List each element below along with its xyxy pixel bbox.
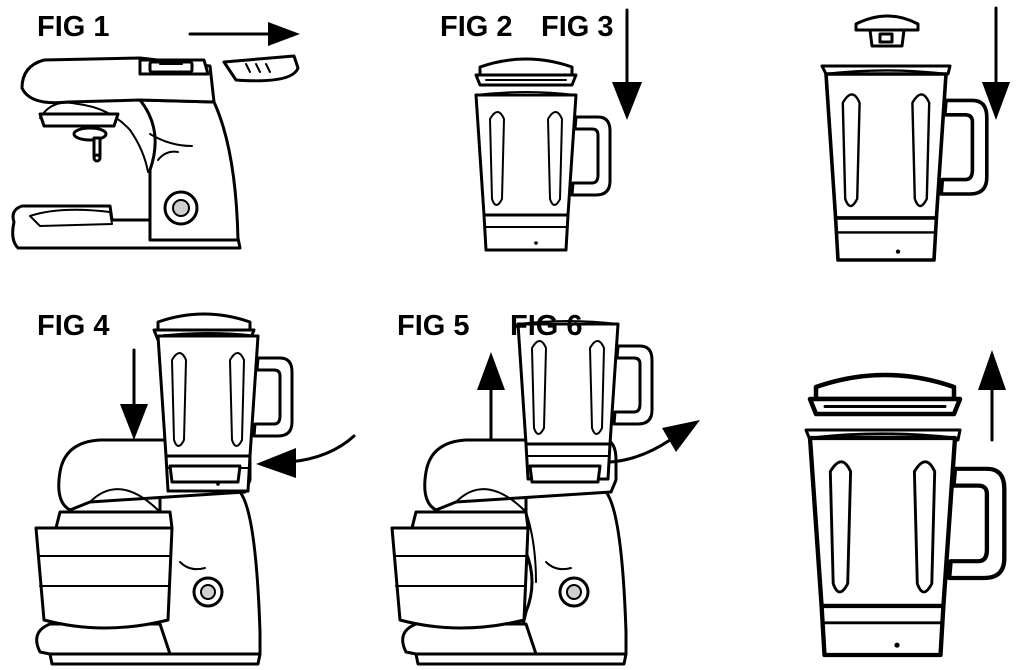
- fig5-remove-jar-from-mixer: [390, 319, 700, 666]
- fig6-jar-lid-lifted: [804, 350, 1006, 655]
- fig6-label: FIG 6: [510, 310, 583, 342]
- fig4-mount-jar-on-mixer: [34, 312, 356, 666]
- fig1-label: FIG 1: [37, 11, 110, 43]
- fig3-label: FIG 3: [541, 11, 614, 43]
- fig1-mixer-outlet-cover: [11, 22, 300, 250]
- fig3-jar-filler-cap: [820, 6, 1010, 262]
- fig2-label: FIG 2: [440, 11, 513, 43]
- fig4-label: FIG 4: [37, 310, 110, 342]
- fig5-label: FIG 5: [397, 310, 470, 342]
- fig2-jar-with-lid: [474, 8, 642, 252]
